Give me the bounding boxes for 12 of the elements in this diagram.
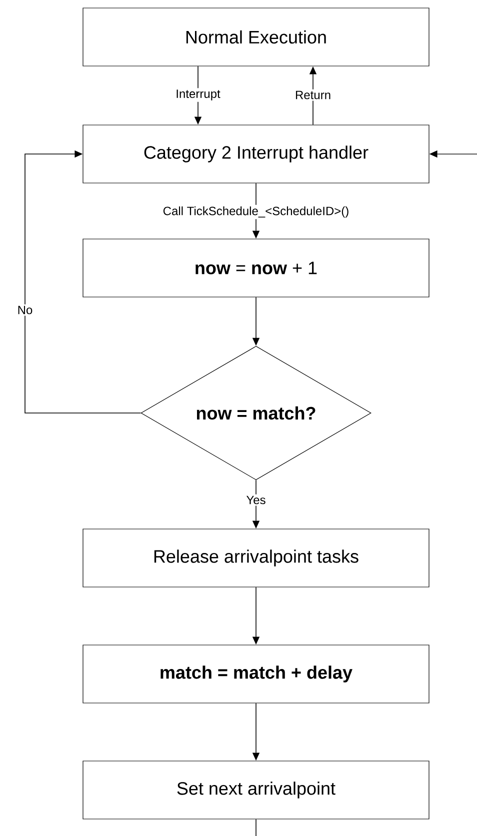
edge-label: Return (294, 89, 332, 101)
process-box: now = now + 1 (82, 238, 430, 298)
process-box: Normal Execution (82, 8, 430, 66)
process-box: Category 2 Interrupt handler (82, 124, 430, 184)
edge-label: Call TickSchedule_<ScheduleID>() (161, 204, 351, 220)
arrow (24, 150, 142, 414)
edge-label: Yes (244, 494, 268, 506)
process-box: Set next arrivalpoint (82, 760, 430, 820)
process-box: match = match + delay (82, 644, 430, 704)
edge-label: Interrupt (174, 88, 222, 102)
edge-label: No (16, 304, 34, 316)
process-box: Release arrivalpoint tasks (82, 528, 430, 588)
